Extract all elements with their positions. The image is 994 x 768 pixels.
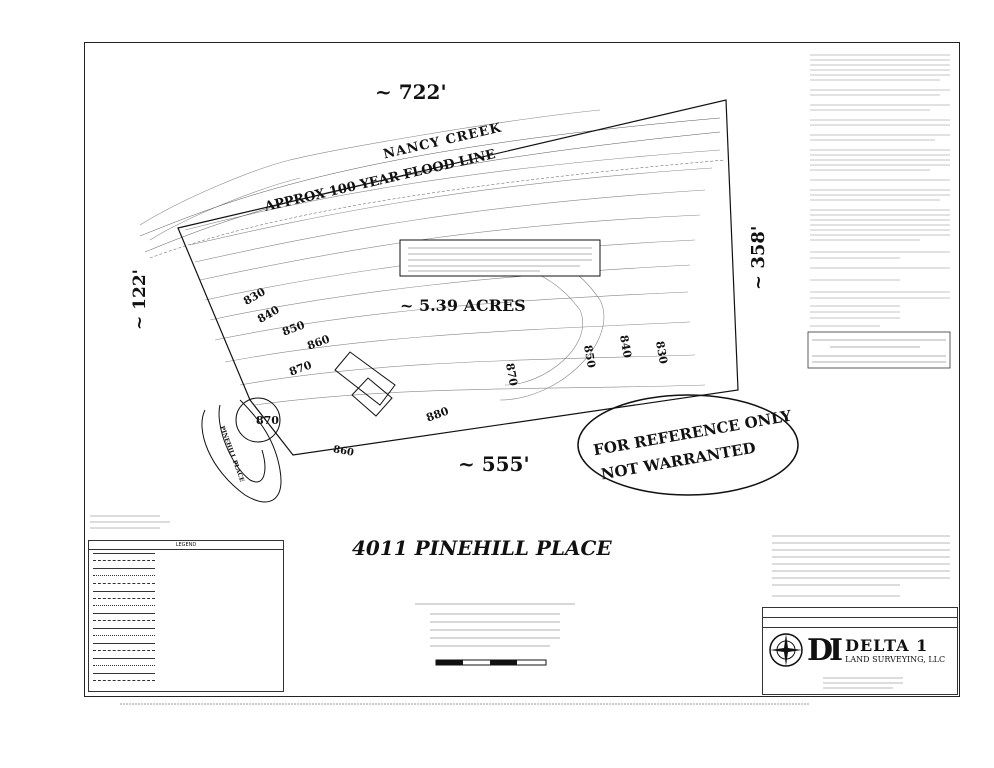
house-footprint	[334, 351, 396, 417]
right-distance-label: ~ 358'	[748, 225, 769, 290]
company-name: DELTA 1	[845, 636, 929, 655]
left-distance-label: ~ 122'	[130, 269, 150, 330]
legend-row	[89, 580, 283, 588]
company-monogram: DI	[807, 632, 843, 668]
legend-row	[89, 678, 283, 686]
legend-row	[89, 550, 283, 558]
legend-row	[89, 610, 283, 618]
company-subtitle: LAND SURVEYING, LLC	[845, 655, 946, 664]
legend-row	[89, 588, 283, 596]
legend-row	[89, 663, 283, 671]
legend-row	[89, 640, 283, 648]
legend-row	[89, 633, 283, 641]
legend-row	[89, 625, 283, 633]
legend-row	[89, 670, 283, 678]
company-address-lines	[823, 677, 903, 689]
legend-row	[89, 655, 283, 663]
top-distance-label: ~ 722'	[375, 80, 447, 104]
drawing-border	[84, 42, 960, 697]
plat-note-box	[399, 239, 601, 277]
location-block	[415, 603, 575, 647]
contour-label: 870	[256, 414, 279, 427]
legend-row	[89, 648, 283, 656]
area-summary-lines	[812, 339, 946, 363]
area-summary-box	[807, 331, 951, 369]
legend-row	[89, 618, 283, 626]
bottom-distance-label: ~ 555'	[458, 452, 530, 476]
legend-title: LEGEND	[89, 541, 283, 550]
plat-note-text-lines	[408, 247, 592, 272]
legend-row	[89, 595, 283, 603]
legend-box: LEGEND	[88, 540, 284, 692]
title-block-row	[763, 618, 957, 628]
general-notes-lines	[810, 54, 950, 327]
legend-row	[89, 558, 283, 566]
certification-block	[772, 535, 950, 597]
cul-de-sac-road	[201, 397, 282, 503]
company-logo-icon	[769, 633, 803, 667]
property-boundary	[177, 99, 739, 456]
address-block	[90, 515, 170, 529]
company-block: DI DELTA 1 LAND SURVEYING, LLC	[767, 630, 955, 670]
drawing-title: 4011 PINEHILL PLACE	[352, 536, 612, 560]
title-block: DI DELTA 1 LAND SURVEYING, LLC	[762, 607, 958, 695]
reference-ellipse	[577, 394, 799, 496]
legend-row	[89, 565, 283, 573]
title-block-row	[763, 608, 957, 618]
legend-row	[89, 573, 283, 581]
legend-row	[89, 603, 283, 611]
acreage-label: ~ 5.39 ACRES	[400, 296, 526, 315]
scale-bar	[435, 659, 547, 666]
